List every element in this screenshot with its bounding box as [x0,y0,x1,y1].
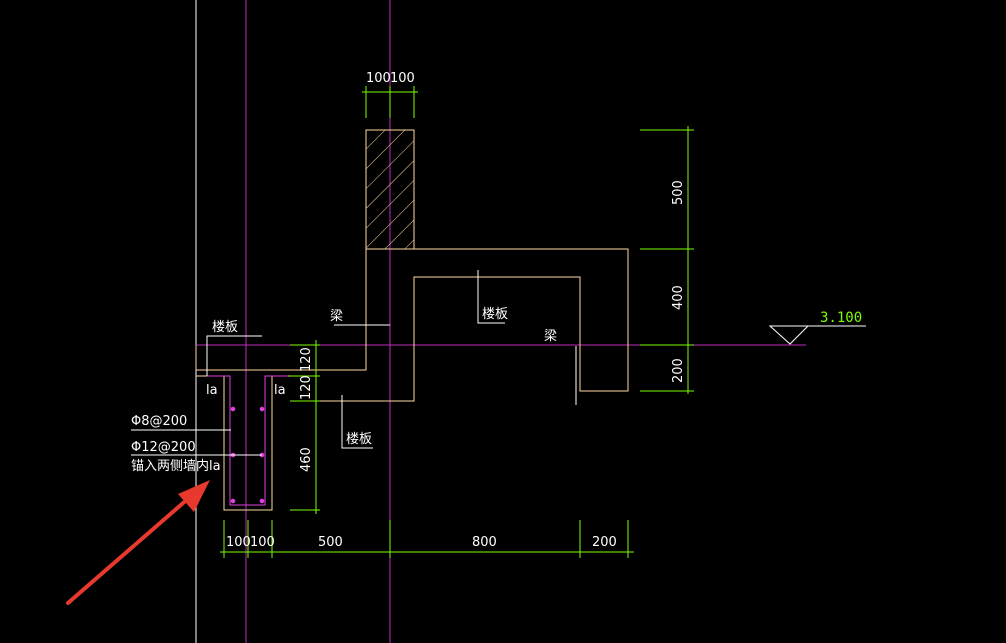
dim-bottom-800: 800 [472,535,497,550]
label-beam-right: 梁 [544,329,557,344]
dimension-lines [220,86,694,558]
label-slab-right: 楼板 [482,307,508,322]
label-la-left: la [206,383,218,398]
dim-bottom-100-b: 100 [250,535,275,550]
label-slab-left: 楼板 [212,320,238,335]
label-rebar-phi8: Φ8@200 [131,414,187,429]
dim-right-500: 500 [671,180,686,205]
dimension-texts: 100 100 500 400 200 120 120 460 100 100 … [226,71,686,550]
label-rebar-note: 锚入两侧墙内la [131,458,221,474]
dim-top-left: 100 [366,71,391,86]
label-rebar-phi12: Φ12@200 [131,440,196,455]
dim-left-120-upper: 120 [299,347,314,372]
dim-left-460: 460 [299,447,314,472]
leader-lines [131,270,577,456]
dim-bottom-200: 200 [592,535,617,550]
annotation-labels: 楼板 楼板 楼板 梁 梁 la la Φ8@200 Φ12@200 锚入两侧墙内… [131,307,557,474]
dim-bottom-100-a: 100 [226,535,251,550]
elevation-value: 3.100 [820,310,862,326]
label-beam-left: 梁 [330,309,343,324]
parapet-hatched [365,129,415,250]
label-slab-lower: 楼板 [346,432,372,447]
red-arrow [66,480,210,605]
label-la-right: la [274,383,286,398]
dim-left-120-lower: 120 [299,375,314,400]
dim-right-400: 400 [671,285,686,310]
structure-outline [195,129,629,511]
elevation-marker: 3.100 [768,310,866,345]
dim-bottom-500: 500 [318,535,343,550]
dim-top-right: 100 [390,71,415,86]
dim-right-200: 200 [671,358,686,383]
